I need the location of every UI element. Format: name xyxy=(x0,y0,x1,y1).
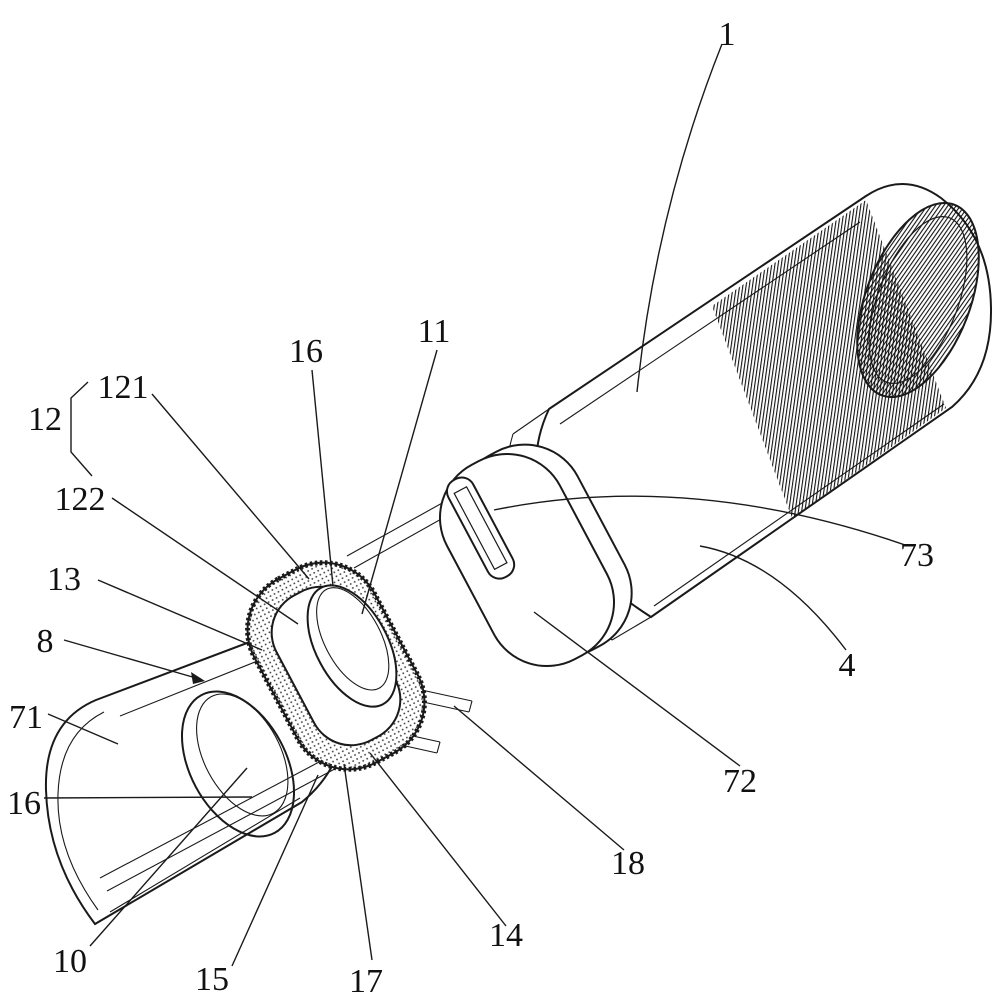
ref-label-14: 14 xyxy=(489,917,523,954)
ref-label-4: 4 xyxy=(839,647,856,684)
leader-10 xyxy=(89,767,248,947)
flange-slot xyxy=(445,476,516,580)
leader-72 xyxy=(533,611,741,767)
end-cap xyxy=(856,201,980,399)
leader-8-arrowhead xyxy=(191,672,205,684)
leader-73 xyxy=(493,495,909,547)
neck-bottom-step xyxy=(611,616,652,641)
leader-4 xyxy=(699,545,847,651)
leader-11 xyxy=(361,349,438,615)
ref-label-11: 11 xyxy=(418,313,451,350)
rail-left-1 xyxy=(99,751,339,879)
leader-16-top xyxy=(311,369,334,587)
rail-left-2 xyxy=(106,763,345,892)
leader-122 xyxy=(111,497,299,625)
leader-lines xyxy=(43,43,909,967)
leader-71 xyxy=(47,713,119,745)
ring-inner-sleeve xyxy=(306,584,398,708)
leader-8 xyxy=(63,639,197,679)
ref-label-8: 8 xyxy=(37,623,54,660)
inner-oval-outer xyxy=(180,690,296,838)
ref-label-71: 71 xyxy=(9,699,43,736)
ref-label-17: 17 xyxy=(349,963,383,998)
pin-b-cap xyxy=(436,741,441,754)
ref-label-15: 15 xyxy=(195,961,229,998)
leader-12-brace xyxy=(70,381,93,477)
ref-label-18: 18 xyxy=(611,845,645,882)
leader-16-left xyxy=(43,796,253,799)
neck-top-step xyxy=(512,408,550,435)
ref-label-72: 72 xyxy=(723,763,757,800)
ref-label-13: 13 xyxy=(47,561,81,598)
end-cap-rim xyxy=(868,216,968,384)
end-cap-face xyxy=(856,201,980,399)
ref-label-16-top: 16 xyxy=(289,333,323,370)
ref-label-122: 122 xyxy=(55,481,106,518)
inner-oval-inner xyxy=(196,693,289,817)
leader-18 xyxy=(453,705,625,851)
connector-rails-left xyxy=(99,751,345,892)
reference-labels: 1 11 16 121 12 122 13 8 71 16 10 15 17 1… xyxy=(7,16,934,998)
slot-inner xyxy=(453,485,508,571)
device-body xyxy=(535,183,993,619)
leader-121 xyxy=(151,393,310,580)
flange-plate xyxy=(438,443,633,668)
inner-oval xyxy=(180,690,296,838)
leader-13 xyxy=(97,579,263,651)
inner-sleeve-face xyxy=(306,584,398,708)
sleeve-inner-bottom-edge xyxy=(109,797,301,913)
ref-label-73: 73 xyxy=(900,537,934,574)
ref-label-10: 10 xyxy=(53,943,87,980)
ref-label-121: 121 xyxy=(98,369,149,406)
pin-a-cap xyxy=(468,700,473,713)
leader-17 xyxy=(343,763,373,961)
inner-sleeve-rim xyxy=(316,587,390,691)
ref-label-16-left: 16 xyxy=(7,785,41,822)
leader-15 xyxy=(231,774,319,967)
ref-label-12: 12 xyxy=(28,401,62,438)
leader-14 xyxy=(369,752,507,927)
ref-label-1: 1 xyxy=(719,16,736,53)
leader-1 xyxy=(636,43,723,393)
sleeve-left-cap-inner xyxy=(57,711,105,911)
